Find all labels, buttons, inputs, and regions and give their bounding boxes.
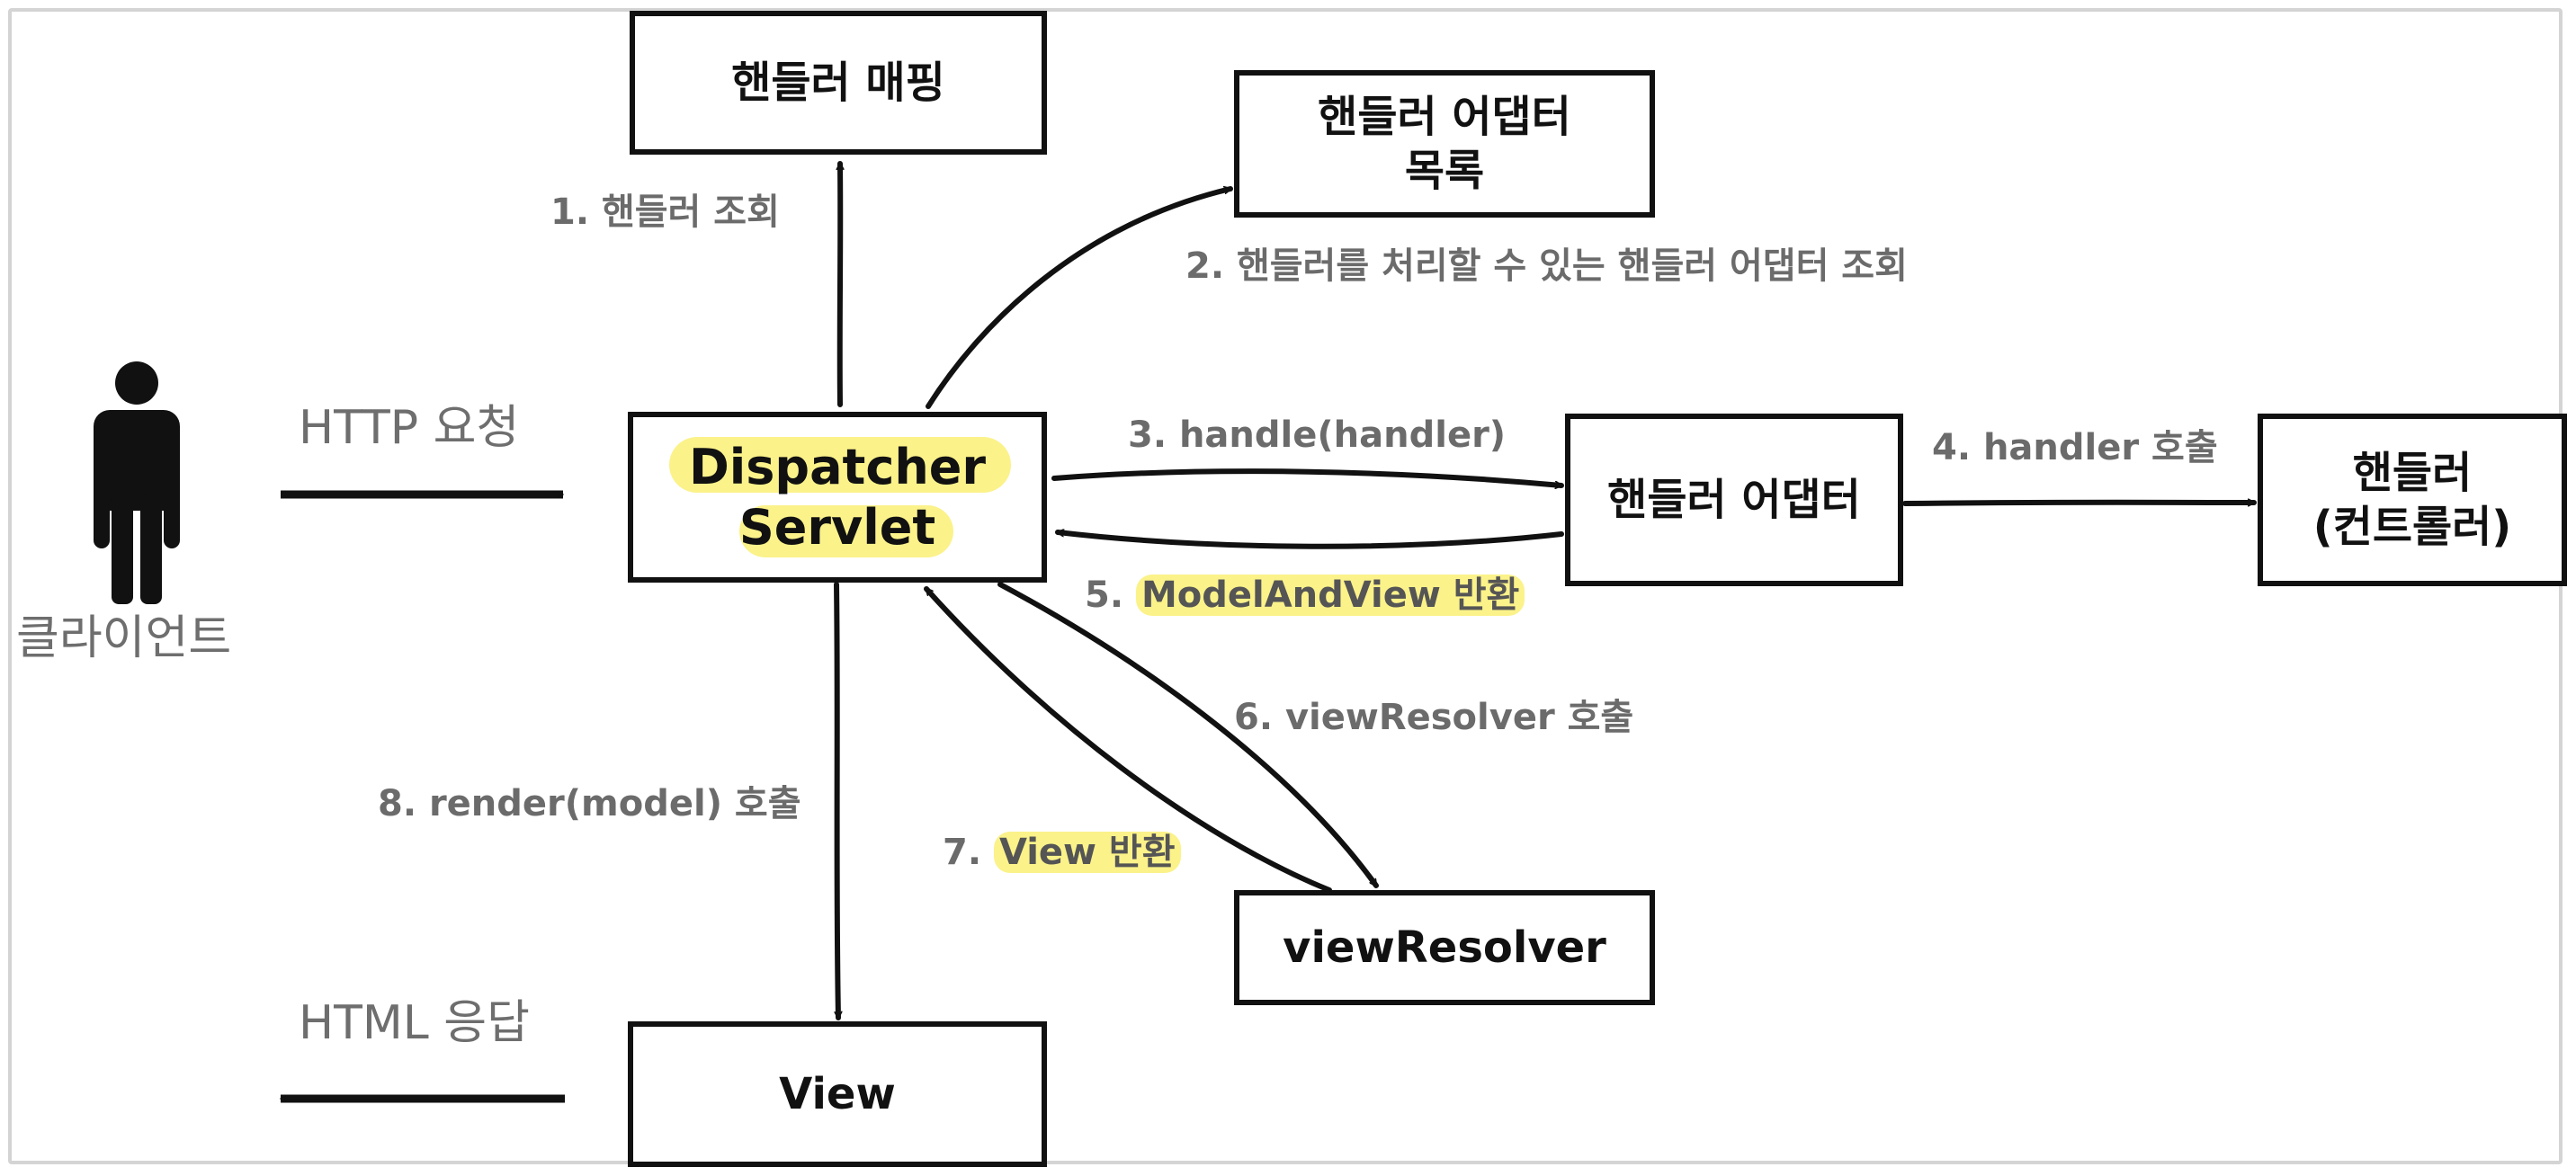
handler-adapter-box: 핸들러 어댑터	[1565, 414, 1903, 586]
arrow-2-adapter-lookup	[926, 189, 1233, 409]
step-4-label: 4. handler 호출	[1932, 427, 2218, 468]
handler-mapping-box: 핸들러 매핑	[630, 11, 1047, 155]
html-response-label: HTML 응답	[299, 996, 530, 1050]
arrow-8-render	[834, 582, 838, 1020]
step-6-label: 6. viewResolver 호출	[1234, 697, 1634, 738]
step-3-label: 3. handle(handler)	[1128, 414, 1507, 456]
adapter-list-line1: 핸들러 어댑터	[1318, 92, 1571, 142]
step-5-label: 5. ModelAndView 반환	[1085, 575, 1525, 616]
arrow-7-view-return	[924, 586, 1332, 893]
arrow-6-viewresolver-call	[997, 582, 1379, 888]
step-7-highlighted-text: View 반환	[993, 832, 1181, 873]
adapter-list-line2: 목록	[1404, 146, 1485, 196]
handler-mapping-label: 핸들러 매핑	[731, 58, 945, 108]
step-2-label: 2. 핸들러를 처리할 수 있는 핸들러 어댑터 조회	[1185, 245, 1908, 287]
step-5-highlighted-text: ModelAndView 반환	[1135, 575, 1525, 616]
handler-adapter-list-box: 핸들러 어댑터 목록	[1234, 70, 1655, 218]
servlet-highlight	[739, 505, 953, 557]
view-label: View	[779, 1069, 896, 1119]
arrow-5-modelandview-return	[1055, 532, 1564, 549]
step-8-label: 8. render(model) 호출	[378, 783, 801, 824]
handler-line2: (컨트롤러)	[2312, 502, 2512, 552]
handler-controller-box: 핸들러 (컨트롤러)	[2258, 414, 2567, 586]
step-5-number: 5.	[1085, 575, 1136, 616]
handler-adapter-label: 핸들러 어댑터	[1607, 475, 1861, 525]
step-7-number: 7.	[943, 832, 994, 873]
client-person-icon	[94, 361, 180, 604]
dispatcher-highlight	[669, 437, 1011, 493]
step-7-label: 7. View 반환	[943, 832, 1181, 873]
dispatcher-line1: Dispatcher	[688, 438, 987, 495]
dispatcher-line2: Servlet	[738, 499, 936, 556]
view-box: View	[628, 1021, 1047, 1167]
diagram-frame	[8, 8, 2563, 1164]
view-resolver-box: viewResolver	[1234, 890, 1655, 1005]
dispatcher-servlet-box: Dispatcher Servlet	[628, 412, 1047, 583]
view-resolver-label: viewResolver	[1283, 922, 1606, 973]
http-request-label: HTTP 요청	[299, 401, 520, 455]
arrow-1-handler-lookup	[840, 161, 841, 407]
handler-line1: 핸들러	[2352, 448, 2473, 498]
client-label: 클라이언트	[16, 611, 232, 665]
arrow-3-handle	[1051, 468, 1564, 486]
step-1-label: 1. 핸들러 조회	[550, 192, 780, 233]
